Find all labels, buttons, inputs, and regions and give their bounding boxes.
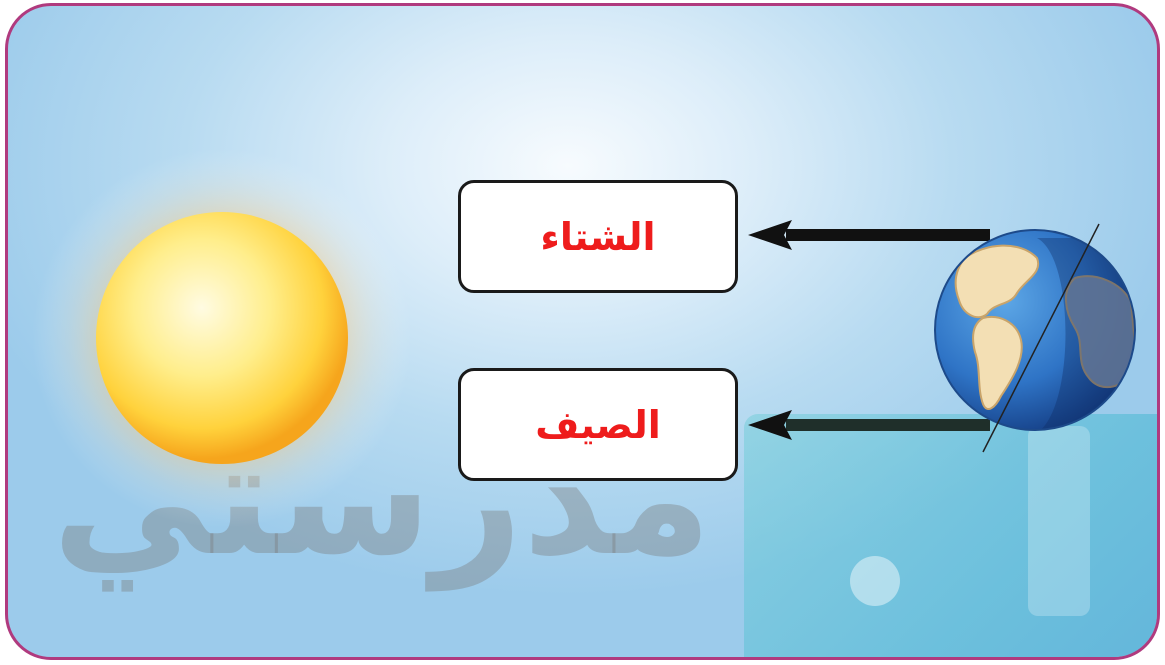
- watermark-logo-bar: [1028, 426, 1090, 616]
- watermark-logo-dot: [850, 556, 900, 606]
- winter-label-box: الشتاء: [458, 180, 738, 293]
- sun-icon: [32, 150, 412, 528]
- earth-globe-icon: [934, 223, 1136, 453]
- arrow-to-summer: [748, 410, 990, 440]
- summer-label-box: الصيف: [458, 368, 738, 481]
- summer-label: الصيف: [535, 402, 661, 447]
- watermark-logo-shape: [744, 414, 1157, 657]
- arrow-to-winter: [748, 220, 990, 250]
- winter-label: الشتاء: [540, 214, 656, 259]
